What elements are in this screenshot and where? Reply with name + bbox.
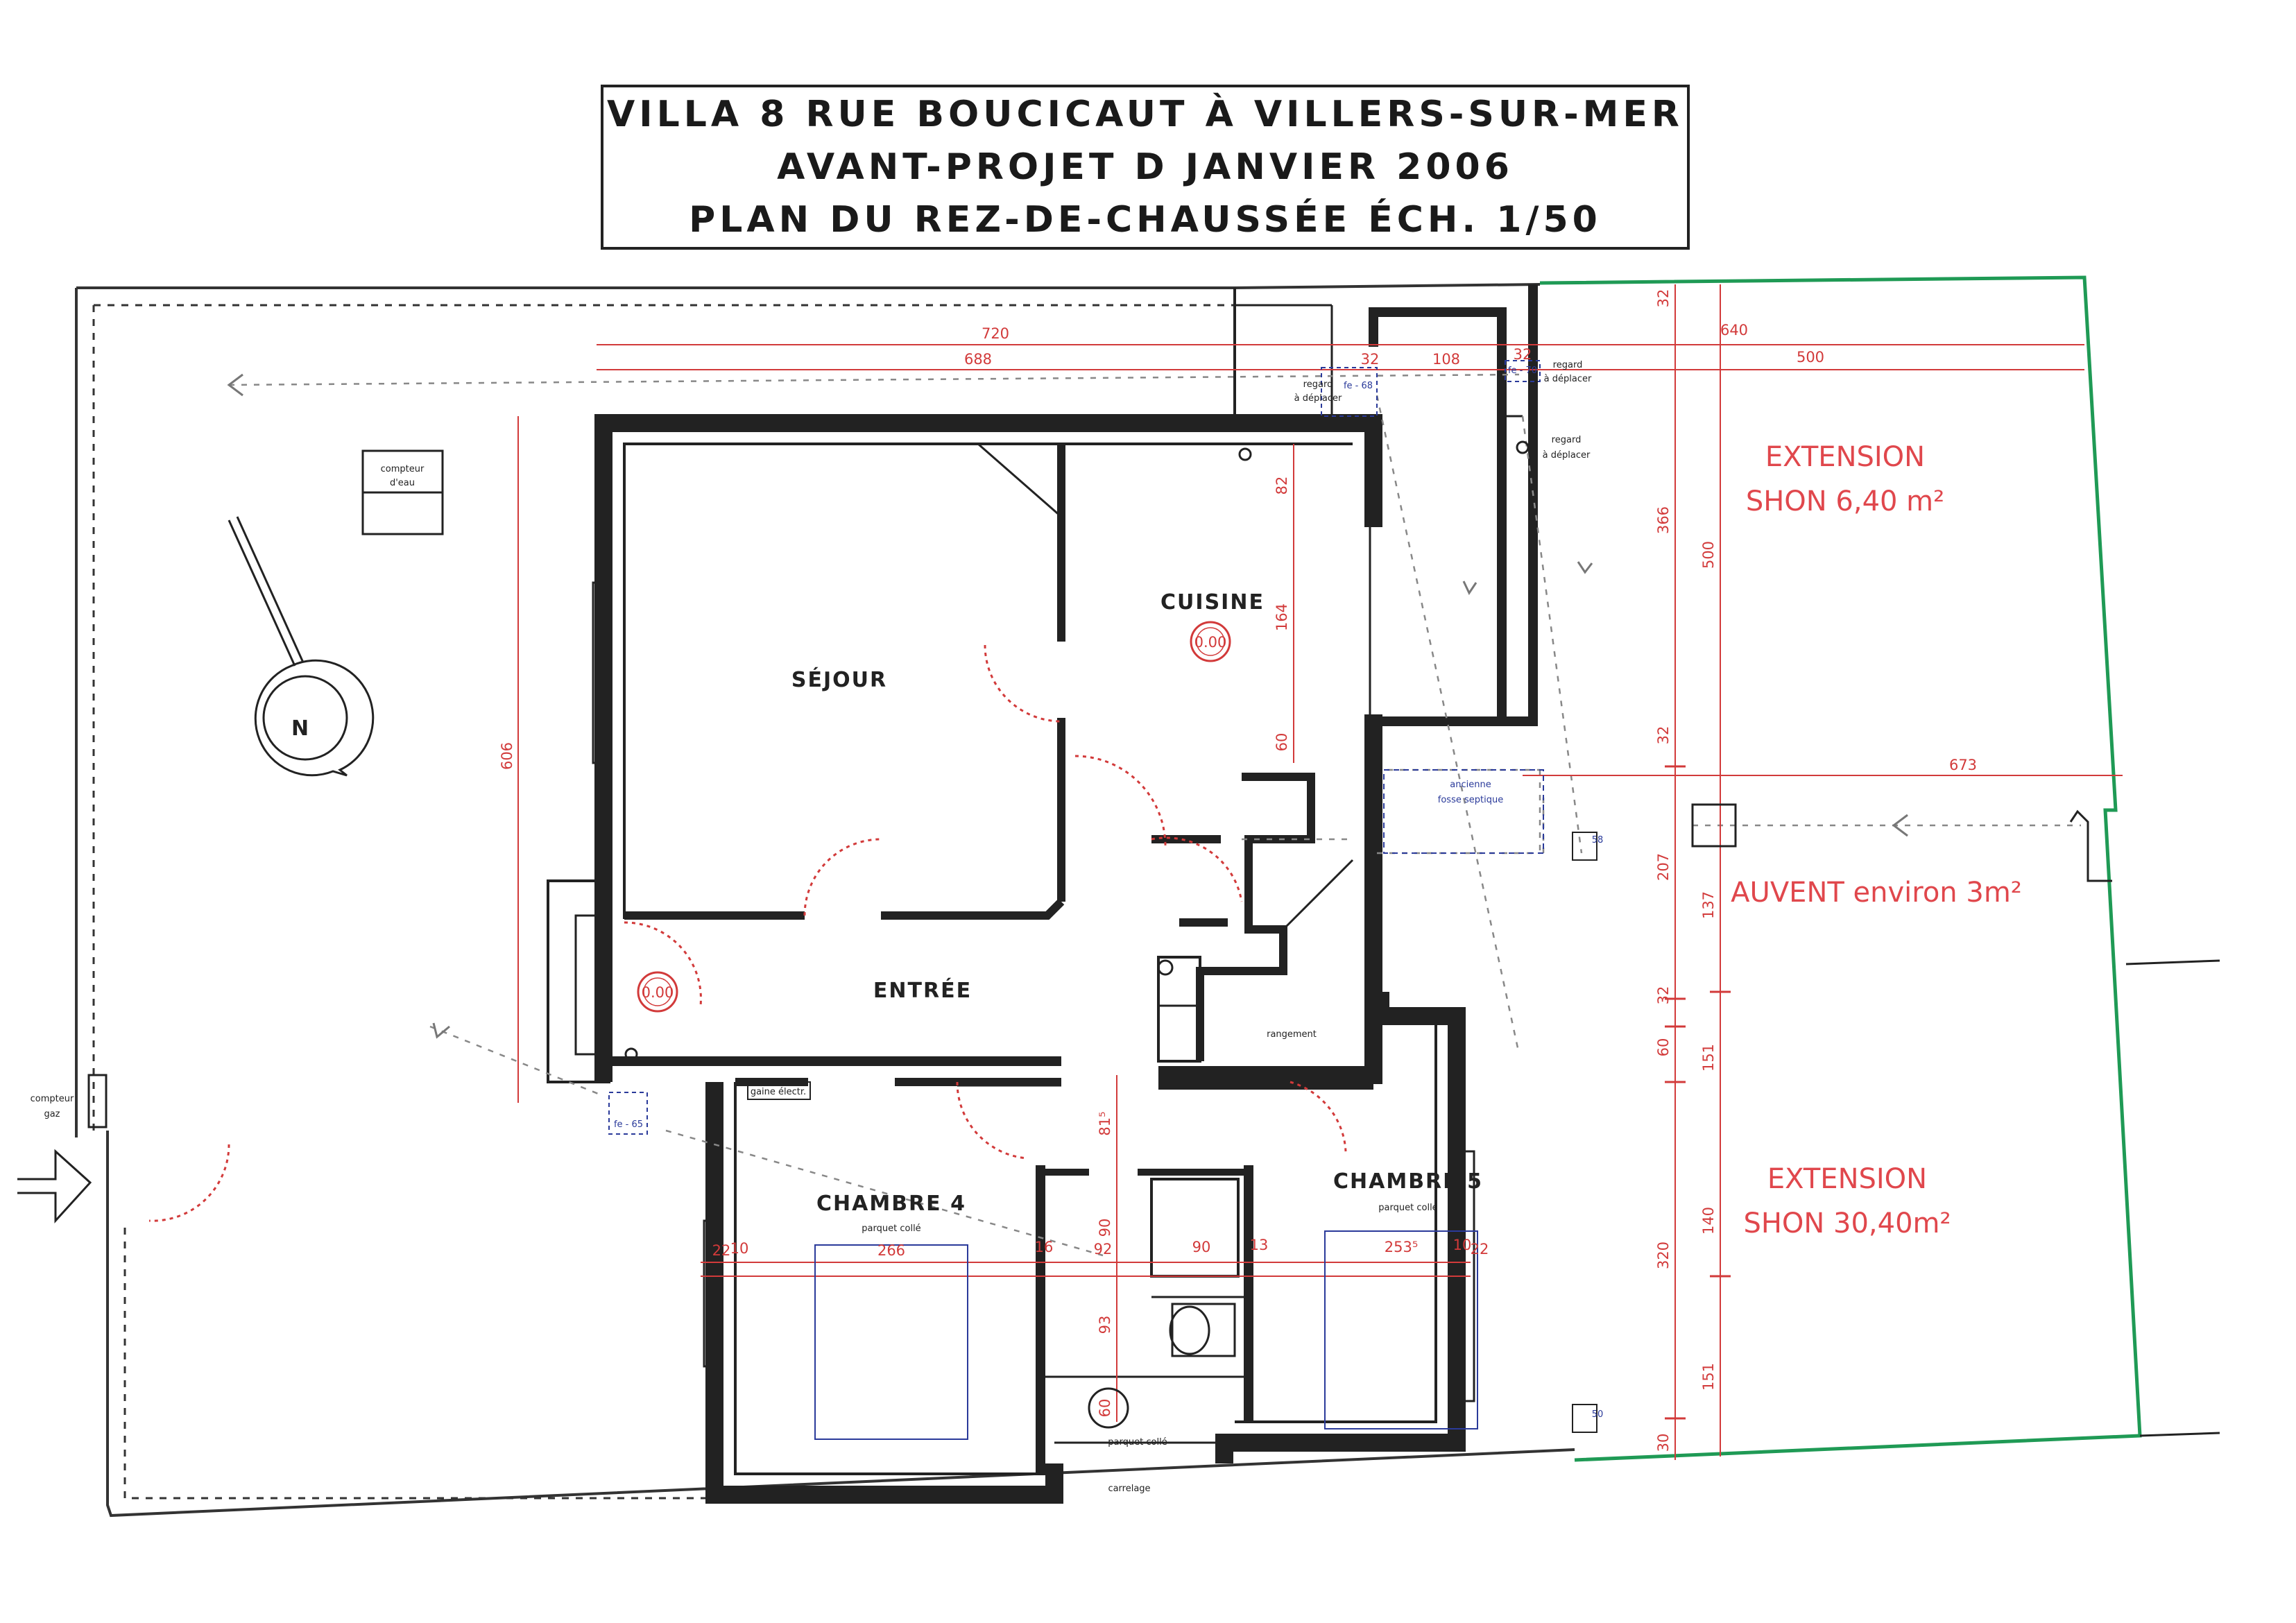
septic-tank [1383,769,1544,854]
dim-140: 140 [1700,1207,1717,1235]
equipment [87,360,2112,1433]
dim-688: 688 [964,351,992,368]
dim-90a: 90 [1097,1219,1113,1237]
chambre-4-floor: parquet collé [862,1223,920,1234]
dim-164: 164 [1274,603,1290,631]
bed-outlines [814,1230,1478,1440]
dim-32d: 32 [1655,986,1672,1005]
regard-1-label-1: regard [1303,379,1333,390]
dim-16: 16 [1035,1239,1054,1255]
property-boundary [75,283,1575,1518]
dim-32a: 32 [1361,351,1380,368]
dim-82: 82 [1274,476,1290,495]
title-block: VILLA 8 RUE BOUCICAUT À VILLERS-SUR-MER … [601,85,1690,250]
dim-640: 640 [1720,322,1748,338]
gas-meter-label-2: gaz [44,1109,60,1119]
room-chambre-5: CHAMBRE 5 [1333,1169,1483,1194]
regard-1-label-2: à déplacer [1294,393,1342,404]
dim-32b: 32 [1514,346,1532,363]
bath-floor: parquet collé [1108,1437,1167,1448]
dim-207: 207 [1655,853,1672,881]
dim-10a: 10 [730,1240,749,1257]
septic-label-2: fosse septique [1438,795,1503,805]
dim-10b: 10 [1453,1237,1472,1253]
room-sejour: SÉJOUR [791,667,887,692]
level-markers [637,621,1231,1013]
title-line-3: PLAN DU REZ-DE-CHAUSSÉE ÉCH. 1/50 [689,199,1602,241]
fe-70-label: fe - 70 [1508,366,1537,376]
dim-2535: 253⁵ [1385,1239,1419,1255]
auvent-label: AUVENT environ 3m² [1731,877,2022,909]
dim-93: 93 [1097,1316,1113,1334]
dim-500v: 500 [1700,541,1717,569]
extension-2-title: EXTENSION [1767,1163,1927,1195]
fe-65-label: fe - 65 [614,1119,643,1130]
room-entree: ENTRÉE [873,978,972,1003]
dim-366: 366 [1655,506,1672,534]
door-swings [148,644,1347,1222]
dim-30: 30 [1655,1434,1672,1452]
gaine-box [747,1081,811,1100]
dim-151b: 151 [1700,1363,1717,1391]
dim-22b: 22 [1471,1241,1489,1257]
fe-68-label: fe - 68 [1344,381,1373,391]
regard-3-label-2: à déplacer [1543,450,1591,461]
carrelage-label: carrelage [1108,1484,1150,1494]
north-arrow-icon: N [228,516,375,777]
dim-90b: 90 [1192,1239,1211,1255]
entree-level: 0.00 [642,984,674,1001]
dim-108: 108 [1432,351,1460,368]
auvent-pillar [1691,803,1737,848]
arrowheads [227,373,1908,1039]
water-meter-label-2: d'eau [390,478,415,488]
n50-label: 50 [1592,1409,1604,1420]
dim-13: 13 [1250,1237,1269,1253]
regard-2-label-2: à déplacer [1544,374,1592,384]
dim-720: 720 [982,325,1009,342]
n58-label: 58 [1592,835,1604,845]
dim-500h: 500 [1797,349,1824,366]
extension-1-title: EXTENSION [1765,441,1925,473]
dim-137: 137 [1700,891,1717,919]
dim-815: 81⁵ [1097,1111,1113,1135]
extension-2-shon: SHON 30,40m² [1743,1208,1951,1239]
title-line-2: AVANT-PROJET D JANVIER 2006 [777,146,1514,188]
room-chambre-4: CHAMBRE 4 [816,1192,966,1216]
dimension-lines [517,284,2123,1460]
dim-32top: 32 [1655,289,1672,308]
dim-92: 92 [1094,1241,1113,1257]
dim-22a: 22 [712,1242,731,1259]
dimension-labels: 720 688 32 108 32 640 500 32 606 82 164 … [499,289,1977,1452]
room-cuisine: CUISINE [1160,590,1265,615]
dim-673: 673 [1949,757,1977,773]
dim-32c: 32 [1655,726,1672,745]
dim-60b: 60 [1655,1038,1672,1057]
regard-2-label-1: regard [1553,360,1583,370]
rangement-label: rangement [1267,1029,1317,1040]
gas-meter-box [87,1074,108,1128]
dim-266: 266 [877,1242,905,1259]
extension-outline [1539,275,2220,1462]
dim-151a: 151 [1700,1044,1717,1072]
dim-60c: 60 [1097,1399,1113,1418]
regard-3-label-1: regard [1552,435,1582,445]
extension-1-shon: SHON 6,40 m² [1746,486,1944,517]
north-label: N [291,716,310,741]
dim-320: 320 [1655,1242,1672,1269]
gas-meter-label-1: compteur [31,1094,74,1104]
septic-label-1: ancienne [1450,780,1491,790]
title-line-1: VILLA 8 RUE BOUCICAUT À VILLERS-SUR-MER [607,94,1684,135]
cuisine-level: 0.00 [1194,634,1227,651]
dim-60: 60 [1274,733,1290,752]
walls [547,284,1538,1504]
entrance-arrow-icon [17,1149,92,1223]
water-meter-label-1: compteur [381,464,425,474]
dim-606: 606 [499,742,515,770]
gaine-label: gaine électr. [751,1087,806,1097]
chambre-5-floor: parquet collé [1378,1203,1437,1213]
